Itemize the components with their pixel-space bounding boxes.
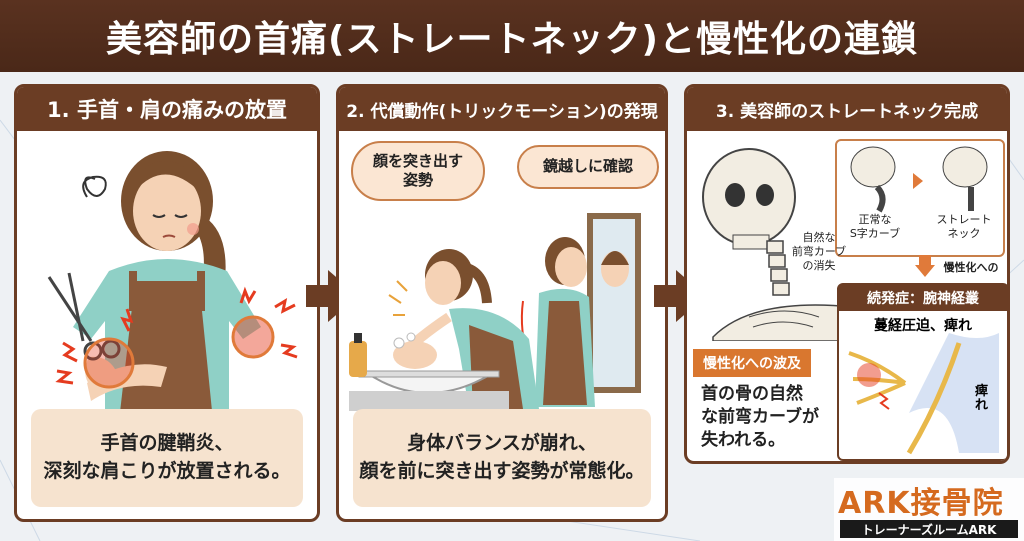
curve-loss-line3: の消失	[802, 258, 836, 272]
chronic-arrow-label: 慢性化への	[943, 261, 999, 274]
spine-comparison-box: 正常な S字カーブ ストレート ネック	[835, 139, 1005, 257]
straight-label-line2: ネック	[947, 226, 981, 240]
chronic-down-arrow	[915, 255, 935, 277]
clinic-logo: ARK接骨院 トレーナーズルームARK	[834, 478, 1024, 541]
panel-1: 1. 手首・肩の痛みの放置	[14, 84, 320, 522]
page-title: 美容師の首痛(ストレートネック)と慢性化の連鎖	[0, 0, 1024, 72]
speech-bubble-face-forward: 顔を突き出す 姿勢	[351, 141, 485, 201]
panel-3-description: 首の骨の自然 な前弯カーブが 失われる。	[701, 383, 841, 452]
bubble-left-line2: 姿勢	[402, 171, 433, 189]
panel-1-caption: 手首の腱鞘炎、 深刻な肩こりが放置される。	[31, 409, 303, 507]
stylist-shampoo-mirror-illustration	[349, 213, 641, 411]
speech-bubble-mirror-check: 鏡越しに確認	[517, 145, 659, 189]
bubble-right-text: 鏡越しに確認	[542, 157, 633, 176]
panel-2: 2. 代償動作(トリックモーション)の発現 顔を突き出す 姿勢 鏡越しに確認	[336, 84, 668, 522]
curve-loss-label: 自然な 前弯カーブ の消失	[787, 231, 851, 272]
panel-3: 3. 美容師のストレートネック完成 正常な S字カーブ ストレート ネック	[684, 84, 1010, 464]
curve-loss-line1: 自然な	[802, 231, 836, 244]
panel-3-text-line2: な前弯カーブが	[701, 406, 819, 427]
panel-2-caption-line1: 身体バランスが崩れ、	[407, 432, 597, 455]
panel-1-caption-line2: 深刻な肩こりが放置される。	[43, 460, 291, 482]
logo-sub-text: トレーナーズルームARK	[840, 520, 1018, 538]
normal-label-line1: 正常な	[858, 213, 892, 226]
panel-1-heading: 1. 手首・肩の痛みの放置	[17, 87, 317, 131]
panel-3-text-line3: 失われる。	[701, 429, 786, 450]
straight-neck-label: ストレート ネック	[929, 213, 999, 241]
bubble-left-line1: 顔を突き出す	[372, 151, 463, 170]
panel-2-caption: 身体バランスが崩れ、 顔を前に突き出す姿勢が常態化。	[353, 409, 651, 507]
panel-2-caption-line2: 顔を前に突き出す姿勢が常態化。	[359, 460, 645, 482]
panel-3-text-line1: 首の骨の自然	[701, 384, 803, 404]
panel-2-heading: 2. 代償動作(トリックモーション)の発現	[339, 87, 665, 131]
straight-label-line1: ストレート	[936, 213, 992, 226]
complication-heading: 続発症：腕神経叢	[839, 285, 1007, 311]
chronic-wave-tag: 慢性化への波及	[693, 349, 811, 377]
complication-box: 続発症：腕神経叢 蔓経圧迫、痺れ 痺れ	[837, 283, 1007, 461]
panel-3-heading: 3. 美容師のストレートネック完成	[687, 87, 1007, 131]
complication-subtitle: 蔓経圧迫、痺れ	[874, 318, 972, 334]
numbness-label: 痺れ	[975, 384, 989, 414]
curve-loss-line2: 前弯カーブ	[791, 244, 847, 258]
spine-comparison-illustration	[850, 146, 988, 213]
stylist-wrist-shoulder-pain-illustration	[47, 151, 298, 421]
normal-label-line2: S字カーブ	[849, 226, 901, 240]
skeleton-straight-neck-illustration	[702, 148, 853, 341]
brachial-plexus-illustration	[848, 333, 999, 455]
logo-main-text: ARK接骨院	[838, 486, 1004, 521]
panel-1-caption-line1: 手首の腱鞘炎、	[100, 432, 234, 455]
normal-curve-label: 正常な S字カーブ	[843, 213, 907, 241]
